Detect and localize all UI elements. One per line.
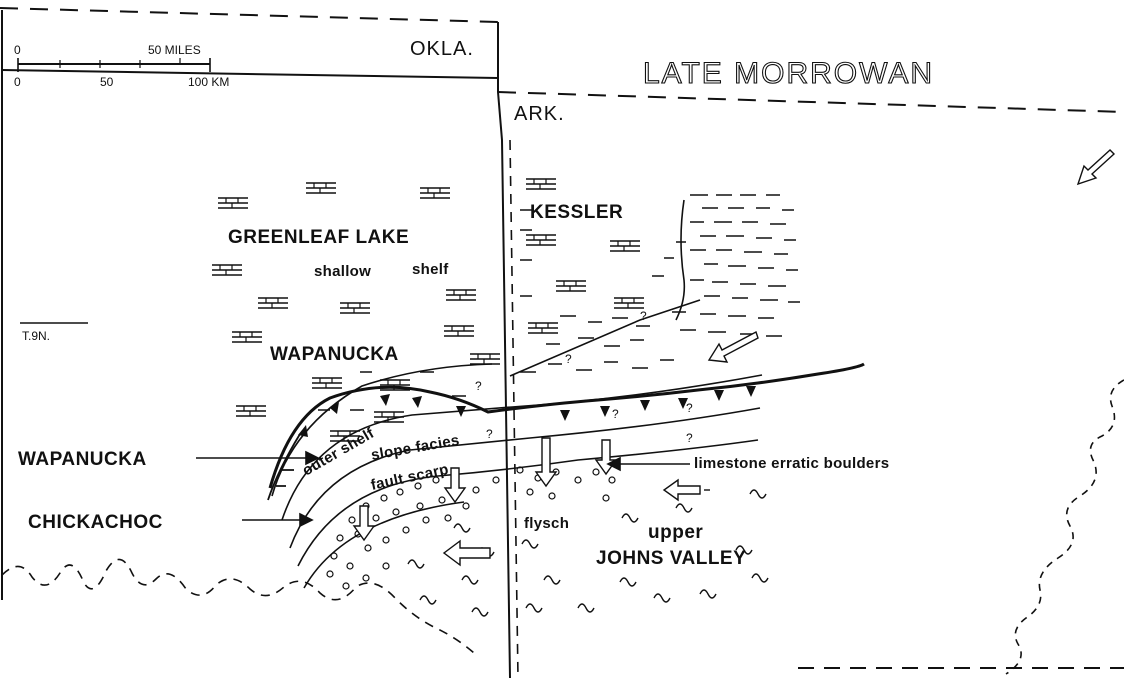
shelf-label: shelf (412, 261, 449, 278)
outer-shelf-label: outer shelf (300, 424, 378, 479)
oklahoma-arkansas-north-line (497, 91, 1124, 113)
map-title: LATE MORROWAN (643, 57, 934, 90)
shale-pattern (318, 194, 800, 411)
arrow-down-1 (443, 467, 467, 504)
red-river (1, 558, 475, 654)
oklahoma-label: OKLA. (410, 38, 474, 60)
svg-text:?: ? (612, 407, 619, 421)
scale-bar: 0 50 MILES 0 50 100 KM (14, 43, 229, 89)
upper-label: upper (648, 522, 703, 543)
svg-text:?: ? (686, 431, 693, 445)
okla-north-border (1, 69, 499, 79)
scale-km-label: 100 KM (188, 75, 229, 89)
wapanucka-outcrop (267, 433, 301, 501)
wapanucka-shelf-label: WAPANUCKA (270, 344, 399, 365)
svg-text:?: ? (475, 379, 482, 393)
okla-ark-border (497, 22, 511, 679)
wapanucka-left-label: WAPANUCKA (18, 449, 147, 470)
erratic-boulders-label: limestone erratic boulders (694, 455, 889, 472)
arrow-down-2 (534, 437, 558, 488)
chickachoc-label: CHICKACHOC (28, 512, 163, 533)
kessler-label: KESSLER (530, 202, 623, 223)
arkansas-label: ARK. (514, 103, 565, 125)
flysch-label: flysch (524, 515, 569, 532)
thrust-fault (268, 362, 865, 489)
fault-scarp-label: fault scarp (369, 461, 450, 494)
scale-km-zero: 0 (14, 75, 21, 89)
arrow-west-1 (442, 539, 491, 567)
eastern-river (1005, 379, 1124, 675)
erratic-boulders (326, 466, 616, 590)
slope-facies-label: slope facies (370, 432, 461, 464)
shallow-label: shallow (314, 263, 371, 280)
arrow-northeast (1076, 149, 1116, 186)
leader-arrows (196, 450, 690, 528)
scale-miles-label: 50 MILES (148, 43, 201, 57)
greenleaf-lake-label: GREENLEAF LAKE (228, 227, 409, 248)
scale-miles-zero: 0 (14, 43, 21, 57)
scale-km-mid: 50 (100, 75, 114, 89)
svg-text:?: ? (640, 309, 647, 323)
northern-state-line (0, 7, 499, 23)
arrow-west-2 (662, 478, 701, 502)
svg-text:?: ? (686, 401, 693, 415)
johns-valley-label: JOHNS VALLEY (596, 548, 746, 569)
township-label: T.9N. (22, 329, 50, 343)
query-marks: ? ? ? ? ? ? ? (475, 309, 693, 445)
arrow-basin (707, 330, 759, 363)
svg-text:?: ? (565, 352, 572, 366)
transport-arrows (352, 149, 1116, 567)
arrow-down-4 (352, 505, 376, 542)
svg-text:?: ? (486, 427, 493, 441)
